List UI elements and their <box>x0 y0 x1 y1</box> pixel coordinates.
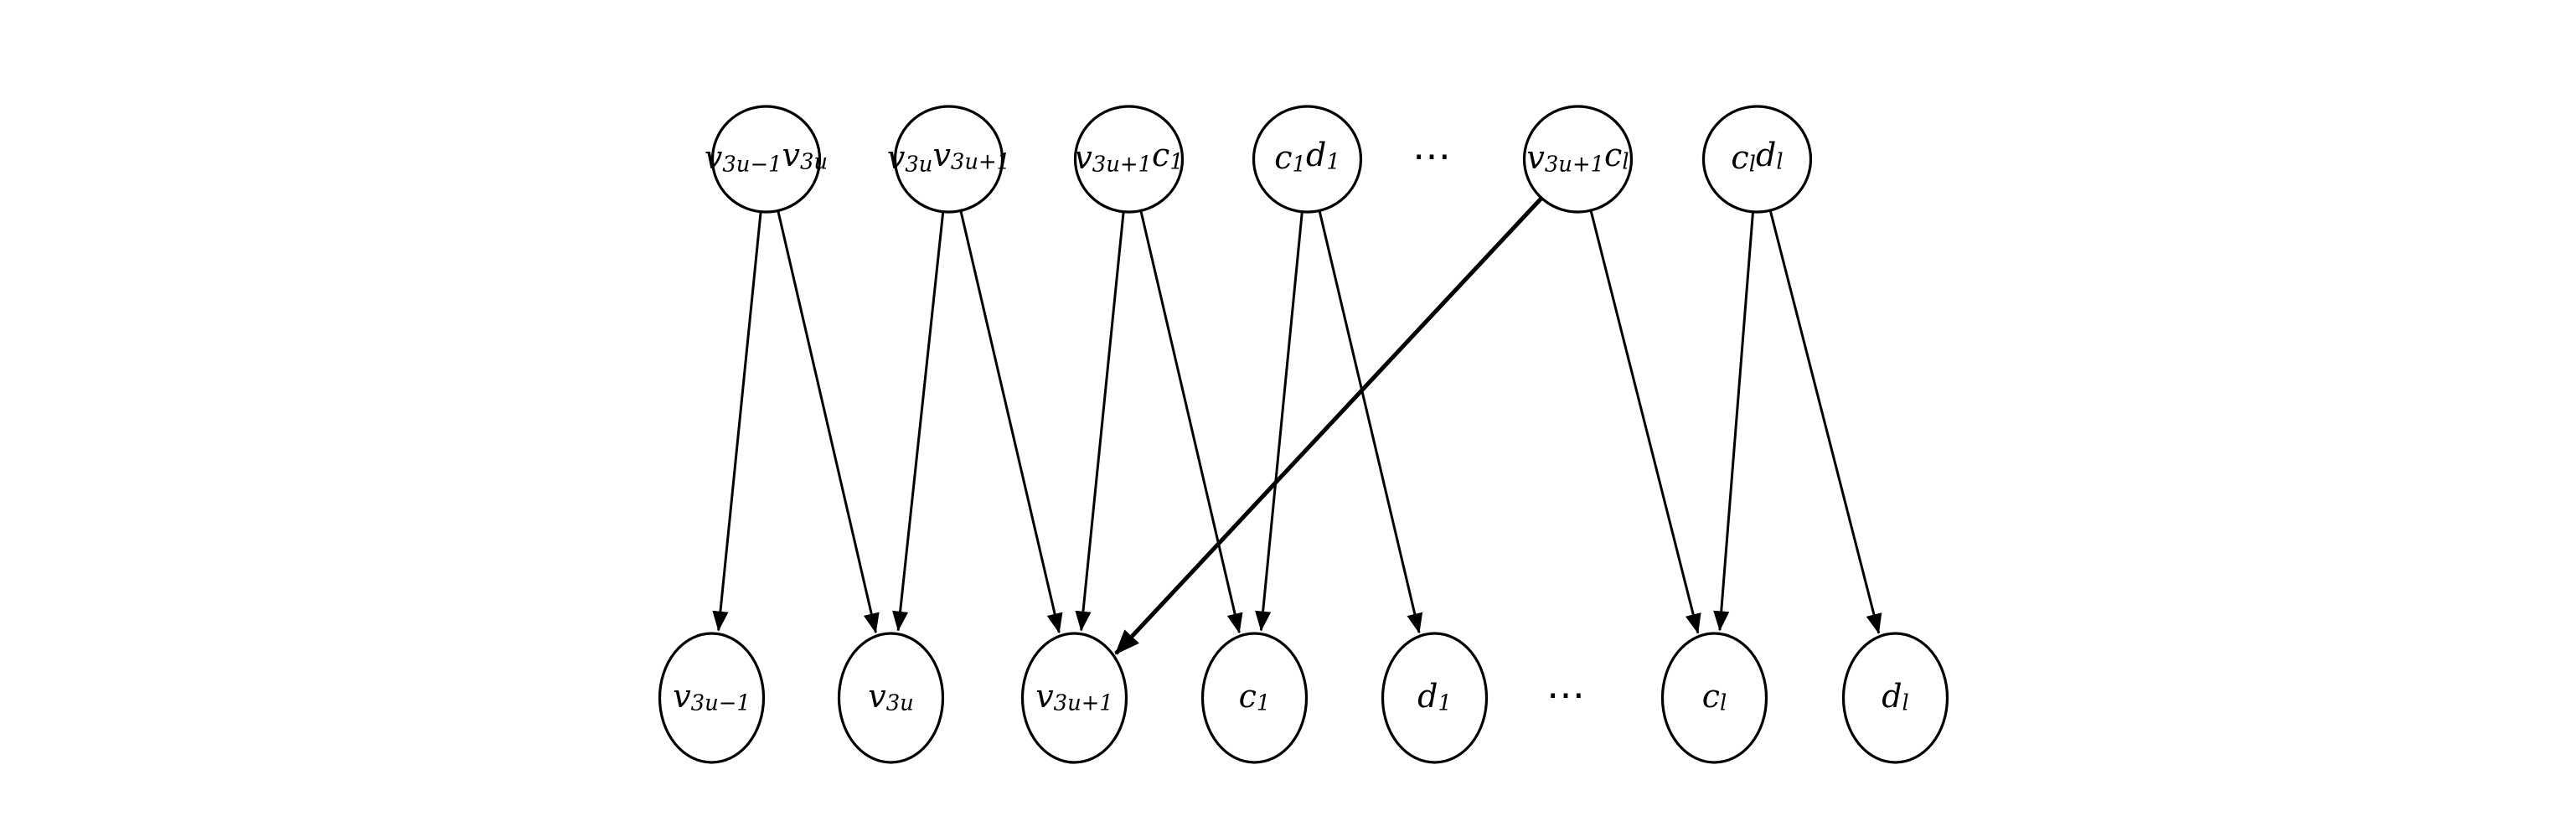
node-circle <box>1200 632 1309 764</box>
node-label: v3u−1 <box>673 678 751 716</box>
node-label: c1 <box>1239 678 1271 716</box>
ellipsis-bottom-row: ⋯ <box>1546 672 1591 717</box>
node-b7[interactable]: dl <box>1841 632 1949 764</box>
node-t2[interactable]: v3uv3u+1 <box>887 105 1010 214</box>
edge-t3-to-b4 <box>1139 210 1243 634</box>
node-label: dl <box>1882 678 1909 716</box>
node-label: v3u−1v3u <box>705 136 828 177</box>
node-circle <box>1381 632 1489 764</box>
edges-layer <box>712 196 1882 655</box>
node-b6[interactable]: cl <box>1660 632 1768 764</box>
node-t6[interactable]: cldl <box>1701 105 1813 214</box>
node-b2[interactable]: v3u <box>837 632 945 764</box>
node-circle <box>658 632 766 764</box>
edge-t1-to-b2 <box>777 210 880 634</box>
edge-t4-to-b4 <box>1255 211 1303 632</box>
node-t5[interactable]: v3u+1cl <box>1522 105 1634 214</box>
edge-t1-to-b1 <box>712 211 762 632</box>
node-label: cldl <box>1731 136 1783 177</box>
node-b1[interactable]: v3u−1 <box>658 632 766 764</box>
node-circle <box>837 632 945 764</box>
node-circle <box>1701 105 1813 214</box>
node-circle <box>1073 105 1185 214</box>
node-t1[interactable]: v3u−1v3u <box>705 105 828 214</box>
node-t4[interactable]: c1d1 <box>1252 105 1363 214</box>
edge-t2-to-b2 <box>892 211 945 632</box>
ellipsis-top-row: ⋯ <box>1412 133 1457 178</box>
node-b4[interactable]: c1 <box>1200 632 1309 764</box>
node-circle <box>1522 105 1634 214</box>
node-circle <box>1660 632 1768 764</box>
node-circle <box>1841 632 1949 764</box>
node-circle <box>1252 105 1363 214</box>
node-t3[interactable]: v3u+1c1 <box>1073 105 1185 214</box>
node-label: d1 <box>1417 678 1452 716</box>
node-b3[interactable]: v3u+1 <box>1020 632 1128 764</box>
node-circle <box>893 105 1004 214</box>
node-label: v3u+1 <box>1035 678 1113 716</box>
edge-t4-to-b5 <box>1318 210 1423 634</box>
node-label: v3u+1c1 <box>1074 136 1183 177</box>
edge-t3-to-b3 <box>1075 211 1125 632</box>
node-circle <box>710 105 822 214</box>
edge-t5-to-b3 <box>1114 196 1543 655</box>
node-circle <box>1020 632 1128 764</box>
node-label: v3u+1cl <box>1526 136 1629 177</box>
node-label: cl <box>1702 678 1727 716</box>
node-label: v3uv3u+1 <box>887 136 1010 177</box>
node-label: c1d1 <box>1274 136 1340 177</box>
edge-t5-to-b6 <box>1589 209 1701 634</box>
node-b5[interactable]: d1 <box>1381 632 1489 764</box>
node-label: v3u <box>868 678 914 716</box>
edge-t6-to-b7 <box>1768 209 1882 634</box>
edge-t6-to-b6 <box>1713 211 1755 632</box>
edge-t2-to-b3 <box>959 210 1063 634</box>
